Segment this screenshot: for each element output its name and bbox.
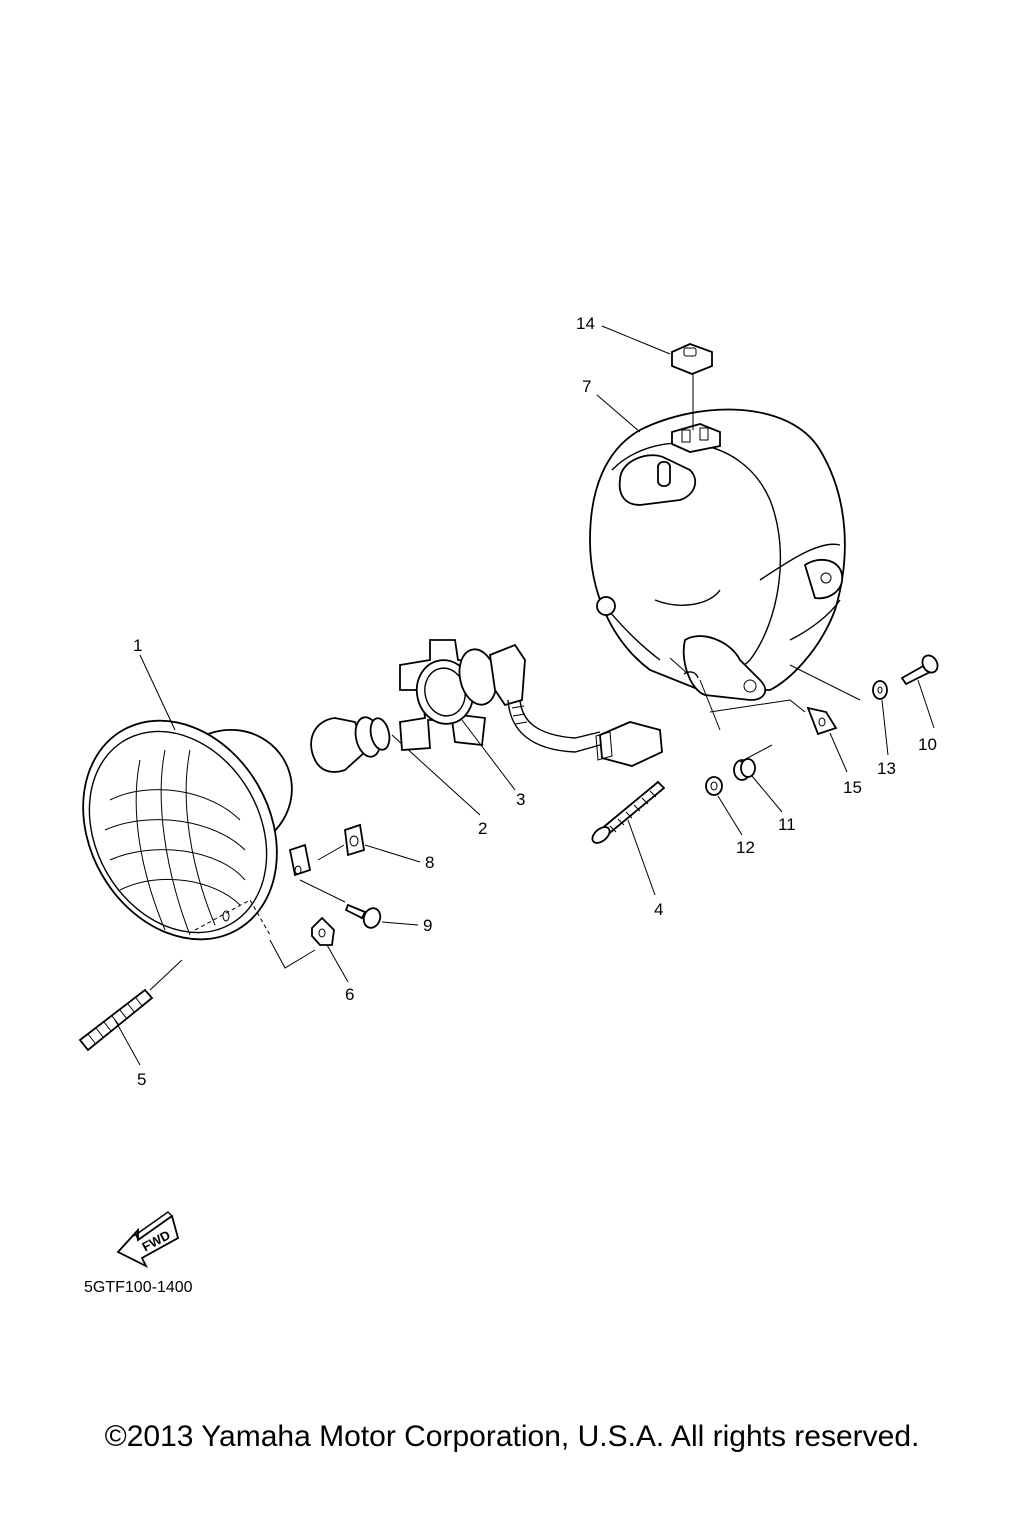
fwd-arrow: FWD [116, 1211, 180, 1269]
grommet-part-11 [733, 744, 783, 813]
callout-1: 1 [133, 636, 142, 655]
callout-14: 14 [576, 314, 595, 333]
collar-part-12 [705, 776, 743, 836]
housing-part-7 [589, 408, 846, 701]
callout-12: 12 [736, 838, 755, 857]
callout-15: 15 [843, 778, 862, 797]
nut-part-6 [269, 916, 349, 983]
adjust-screw-part-5 [78, 959, 183, 1066]
cap-part-14 [671, 343, 713, 430]
callout-11: 11 [778, 815, 796, 834]
callout-8: 8 [425, 853, 434, 872]
callout-10: 10 [918, 735, 937, 754]
diagram-code: 5GTF100-1400 [84, 1279, 193, 1296]
callout-2: 2 [478, 819, 487, 838]
callout-4: 4 [654, 900, 663, 919]
copyright-notice: ©2013 Yamaha Motor Corporation, U.S.A. A… [104, 1420, 920, 1453]
screw-part-9 [299, 879, 419, 929]
clip-part-8 [317, 823, 421, 863]
screw-part-4 [591, 780, 666, 896]
callout-9: 9 [423, 916, 432, 935]
callout-13: 13 [877, 759, 896, 778]
screw-part-10 [900, 654, 939, 729]
headlight-unit-part-1 [82, 719, 312, 941]
callout-3: 3 [516, 790, 525, 809]
clip-part-15 [709, 699, 848, 773]
callout-5: 5 [137, 1070, 146, 1089]
bulb-part-2 [310, 716, 481, 816]
washer-part-13 [789, 664, 889, 756]
callout-6: 6 [345, 985, 354, 1004]
socket-part-3 [399, 639, 663, 791]
callout-labels: 1 2 3 4 5 6 7 8 9 10 11 12 13 14 15 [133, 314, 937, 1089]
callout-7: 7 [582, 377, 591, 396]
